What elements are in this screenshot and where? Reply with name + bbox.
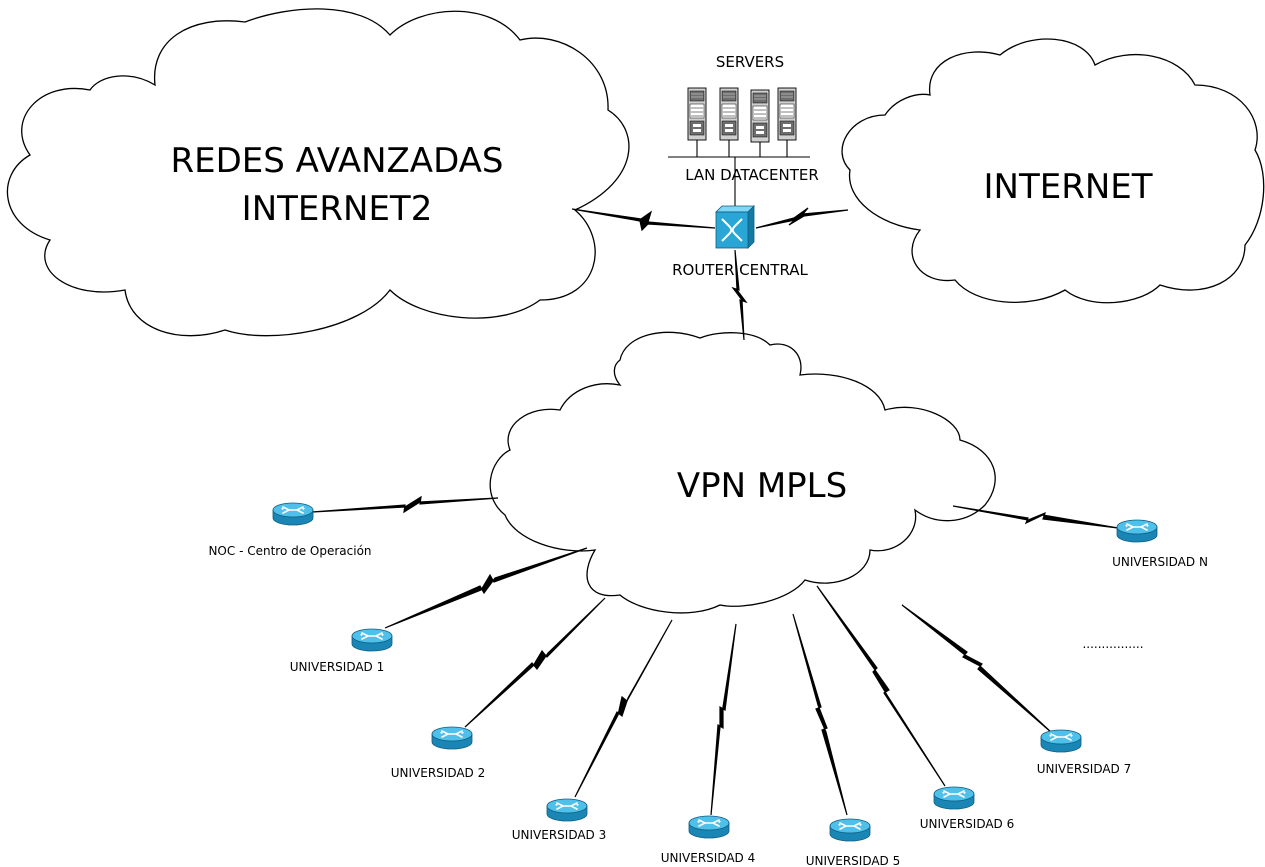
- link-u5: [792, 613, 848, 816]
- noc-label: NOC - Centro de Operación: [208, 544, 371, 558]
- router-central-icon: [715, 205, 755, 249]
- ellipsis-label: ................: [1082, 637, 1143, 651]
- u6-label: UNIVERSIDAD 6: [920, 817, 1015, 831]
- u2-label: UNIVERSIDAD 2: [391, 766, 486, 780]
- u7-router-icon: [1040, 729, 1082, 753]
- u3-router-icon: [546, 798, 588, 822]
- u1-label: UNIVERSIDAD 1: [290, 660, 385, 674]
- link-u2: [464, 597, 606, 728]
- u2-router-icon: [431, 726, 473, 750]
- u1-router-icon: [351, 628, 393, 652]
- u3-label: UNIVERSIDAD 3: [512, 828, 607, 842]
- link-u1: [384, 547, 588, 629]
- u4-router-icon: [688, 815, 730, 839]
- link-noc: [311, 495, 499, 514]
- noc-router-icon: [272, 502, 314, 526]
- router-central-label: ROUTER CENTRAL: [672, 261, 808, 279]
- server-icon: [687, 87, 797, 143]
- link-internet-router: [755, 207, 849, 229]
- link-redes-router: [571, 208, 716, 232]
- u7-label: UNIVERSIDAD 7: [1037, 762, 1132, 776]
- link-u3: [574, 619, 673, 798]
- u5-router-icon: [829, 818, 871, 842]
- un-router-icon: [1116, 519, 1158, 543]
- link-router-vpn: [731, 249, 748, 341]
- link-u4: [710, 623, 737, 816]
- cloud-label-vpn-mpls: VPN MPLS: [677, 466, 847, 506]
- u4-label: UNIVERSIDAD 4: [661, 851, 756, 865]
- u5-label: UNIVERSIDAD 5: [806, 854, 901, 867]
- cloud-vpn-mpls: [489, 331, 996, 614]
- un-label: UNIVERSIDAD N: [1112, 555, 1208, 569]
- cloud-internet: [841, 38, 1265, 304]
- cloud-label-internet: INTERNET: [983, 167, 1152, 207]
- lan-datacenter-label: LAN DATACENTER: [685, 166, 819, 184]
- u6-router-icon: [933, 786, 975, 810]
- link-u7: [901, 604, 1053, 734]
- cloud-redes-avanzadas: [6, 8, 630, 337]
- cloud-label-redes-avanzadas: REDES AVANZADAS: [171, 141, 504, 181]
- cloud-label-internet2: INTERNET2: [242, 189, 433, 229]
- servers-label: SERVERS: [716, 53, 784, 71]
- link-u6: [816, 585, 946, 787]
